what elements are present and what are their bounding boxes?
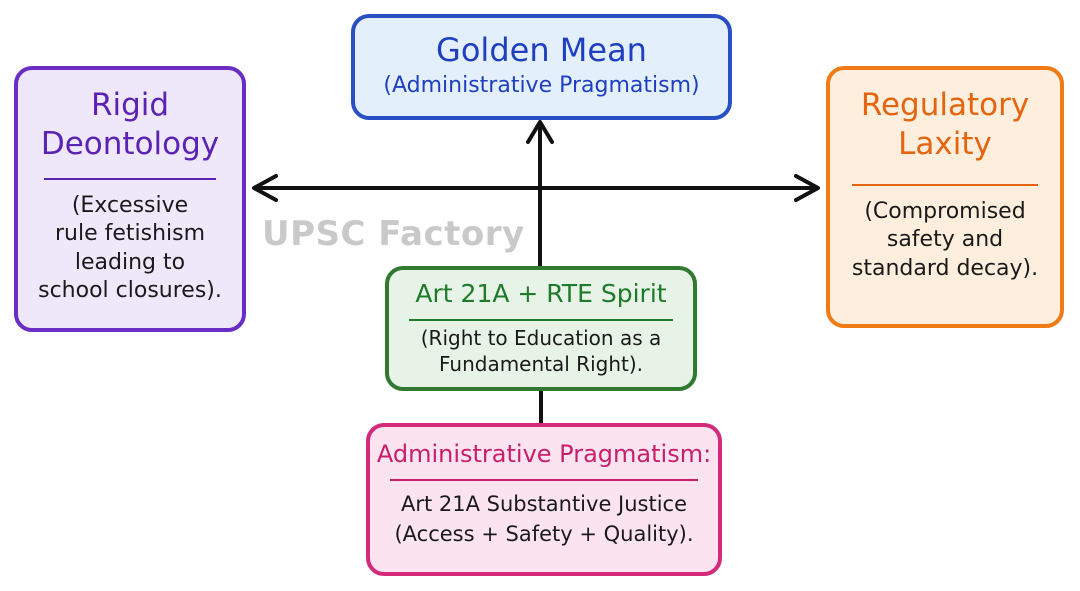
admin-desc-line: Art 21A Substantive Justice [400, 491, 688, 516]
administrative-pragmatism-box: Administrative Pragmatism: Art 21A Subst… [366, 423, 722, 576]
laxity-title-line2: Laxity [898, 125, 992, 162]
left-arrowhead [252, 174, 278, 202]
rigid-desc-line: leading to [74, 249, 186, 275]
laxity-desc-line: safety and [886, 227, 1004, 253]
golden-mean-title: Golden Mean [436, 31, 647, 69]
art-21a-desc-line: Fundamental Right). [438, 351, 643, 376]
laxity-desc-line: standard decay). [851, 255, 1039, 281]
art-21a-box: Art 21A + RTE Spirit (Right to Education… [385, 266, 697, 391]
golden-mean-box: Golden Mean (Administrative Pragmatism) [351, 14, 732, 120]
regulatory-laxity-box: Regulatory Laxity (Compromised safety an… [826, 66, 1064, 328]
admin-divider [390, 479, 698, 481]
rigid-desc-line: rule fetishism [54, 221, 206, 247]
rigid-deontology-box: Rigid Deontology (Excessive rule fetishi… [14, 66, 246, 332]
watermark-text: UPSC Factory [262, 214, 525, 254]
rigid-title-line2: Deontology [40, 125, 220, 162]
right-arrowhead [794, 174, 820, 202]
rigid-divider [44, 178, 216, 180]
art-21a-divider [409, 319, 673, 321]
admin-desc-line: (Access + Safety + Quality). [394, 522, 694, 547]
golden-mean-subtitle: (Administrative Pragmatism) [383, 72, 700, 98]
rigid-desc-line: school closures). [38, 278, 222, 304]
rigid-title-line1: Rigid [90, 87, 170, 123]
rigid-desc-line: (Excessive [71, 192, 189, 218]
laxity-desc-line: (Compromised [864, 198, 1026, 224]
admin-title: Administrative Pragmatism: [376, 440, 712, 468]
art-21a-desc-line: (Right to Education as a [420, 325, 662, 350]
laxity-title-line1: Regulatory [860, 87, 1030, 123]
art-21a-title: Art 21A + RTE Spirit [415, 279, 667, 308]
up-arrowhead [526, 120, 554, 144]
laxity-divider [852, 184, 1038, 186]
